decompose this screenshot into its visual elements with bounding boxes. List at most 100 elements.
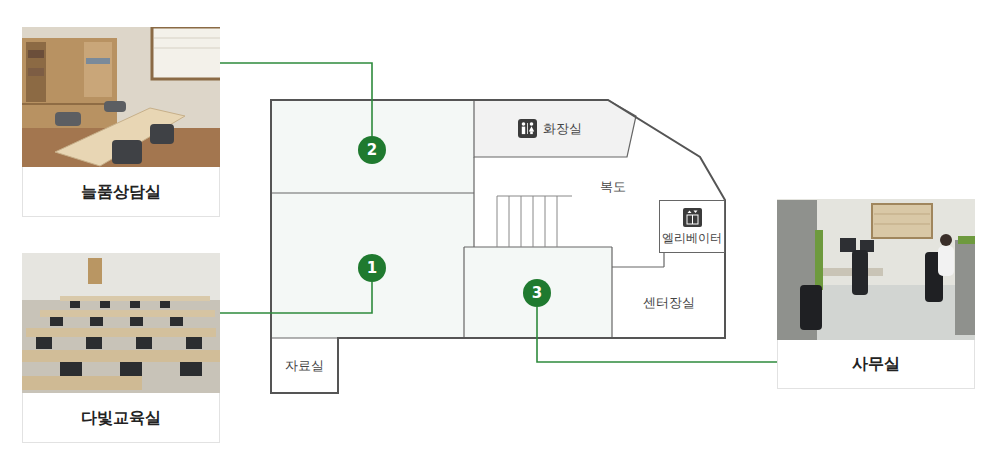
- caption-area: 사무실: [777, 340, 975, 389]
- card-frame: [23, 254, 220, 443]
- chair: [136, 337, 152, 349]
- monitor: [840, 238, 856, 252]
- classroom-photo: [22, 253, 220, 393]
- wall: [612, 266, 664, 267]
- wall: [22, 253, 220, 393]
- books: [86, 58, 110, 64]
- chair: [100, 301, 110, 308]
- room-fill: [464, 247, 612, 338]
- stair-step: [533, 196, 534, 247]
- room-label: 센터장실: [643, 295, 695, 311]
- building-outline: [271, 100, 725, 393]
- chair: [150, 124, 174, 144]
- card-frame: [778, 200, 975, 389]
- room-name-caption: 늘품상담실: [81, 182, 161, 203]
- stairs: [497, 196, 572, 247]
- icon-arrow: [687, 210, 691, 213]
- icon-figure: [530, 122, 534, 126]
- partition-edge: [958, 236, 975, 244]
- archive-room: 자료실: [271, 338, 338, 393]
- room-name-caption: 다빛교육실: [81, 408, 161, 429]
- restroom-icon: [518, 119, 537, 138]
- wall: [271, 192, 474, 193]
- icon-figure: [529, 126, 534, 131]
- wall: [663, 253, 664, 267]
- restroom-fill: [474, 100, 636, 157]
- person: [938, 246, 954, 276]
- elevator-icon: [683, 208, 702, 227]
- callout-number: 3: [532, 286, 542, 301]
- leader-line: [220, 282, 372, 313]
- caption-area: 다빛교육실: [22, 393, 220, 443]
- chair: [50, 317, 63, 326]
- chair: [55, 112, 81, 126]
- chair: [180, 362, 202, 376]
- wall: [22, 27, 220, 167]
- room-photo-card: 사무실: [777, 199, 975, 389]
- callout-number: 3: [523, 279, 551, 307]
- blind: [154, 38, 220, 39]
- blind: [874, 224, 930, 225]
- walls: [271, 157, 664, 338]
- chair: [160, 301, 170, 308]
- table: [55, 108, 185, 166]
- stair-step: [497, 196, 498, 247]
- stair-edge: [497, 196, 572, 197]
- icon-door: [692, 215, 693, 224]
- room-photo-card: 다빛교육실: [22, 253, 220, 443]
- elevator-icon: [683, 208, 702, 227]
- chairs: [36, 301, 202, 376]
- room-label: 자료실: [285, 358, 324, 374]
- room-label: 엘리베이터: [662, 231, 722, 245]
- restroom-room: 화장실: [474, 100, 626, 157]
- partition: [955, 240, 975, 335]
- director-room: 센터장실: [612, 267, 725, 338]
- chair: [70, 301, 80, 308]
- chair: [800, 285, 822, 330]
- partition-edge: [815, 230, 823, 290]
- room-photo-card: 늘품상담실: [22, 27, 220, 217]
- wall: [271, 337, 338, 338]
- callout-number: 2: [358, 136, 386, 164]
- floor: [22, 300, 220, 393]
- icon-door: [687, 215, 698, 224]
- chair: [112, 140, 142, 164]
- chair: [120, 362, 142, 376]
- blind: [874, 214, 930, 215]
- icon-arrow: [693, 210, 697, 213]
- books: [28, 50, 44, 58]
- chair: [170, 317, 183, 326]
- blind: [154, 48, 220, 49]
- callout-number: 1: [367, 261, 377, 276]
- stair-step: [509, 196, 510, 247]
- desk: [60, 296, 210, 301]
- callout-number: 1: [358, 254, 386, 282]
- stair-step: [557, 196, 558, 247]
- leader-line: [537, 307, 777, 362]
- room-label: 화장실: [543, 121, 582, 137]
- stair-step: [521, 196, 522, 247]
- window: [872, 204, 932, 238]
- wall: [464, 246, 612, 247]
- chair: [36, 337, 52, 349]
- desk: [26, 328, 216, 337]
- chair: [90, 317, 103, 326]
- chair: [130, 301, 140, 308]
- person: [940, 234, 952, 246]
- chair: [852, 250, 868, 295]
- leader-line: [220, 63, 372, 136]
- counseling-room-photo: [22, 27, 220, 167]
- window: [152, 27, 220, 79]
- desk: [22, 376, 142, 390]
- shelf-glass: [84, 42, 112, 97]
- chair: [86, 337, 102, 349]
- office-photo: [777, 199, 975, 340]
- chair: [186, 337, 202, 349]
- icon-ground: [683, 208, 702, 227]
- chair: [130, 317, 143, 326]
- desk: [22, 350, 220, 362]
- icon-divider: [527, 123, 528, 134]
